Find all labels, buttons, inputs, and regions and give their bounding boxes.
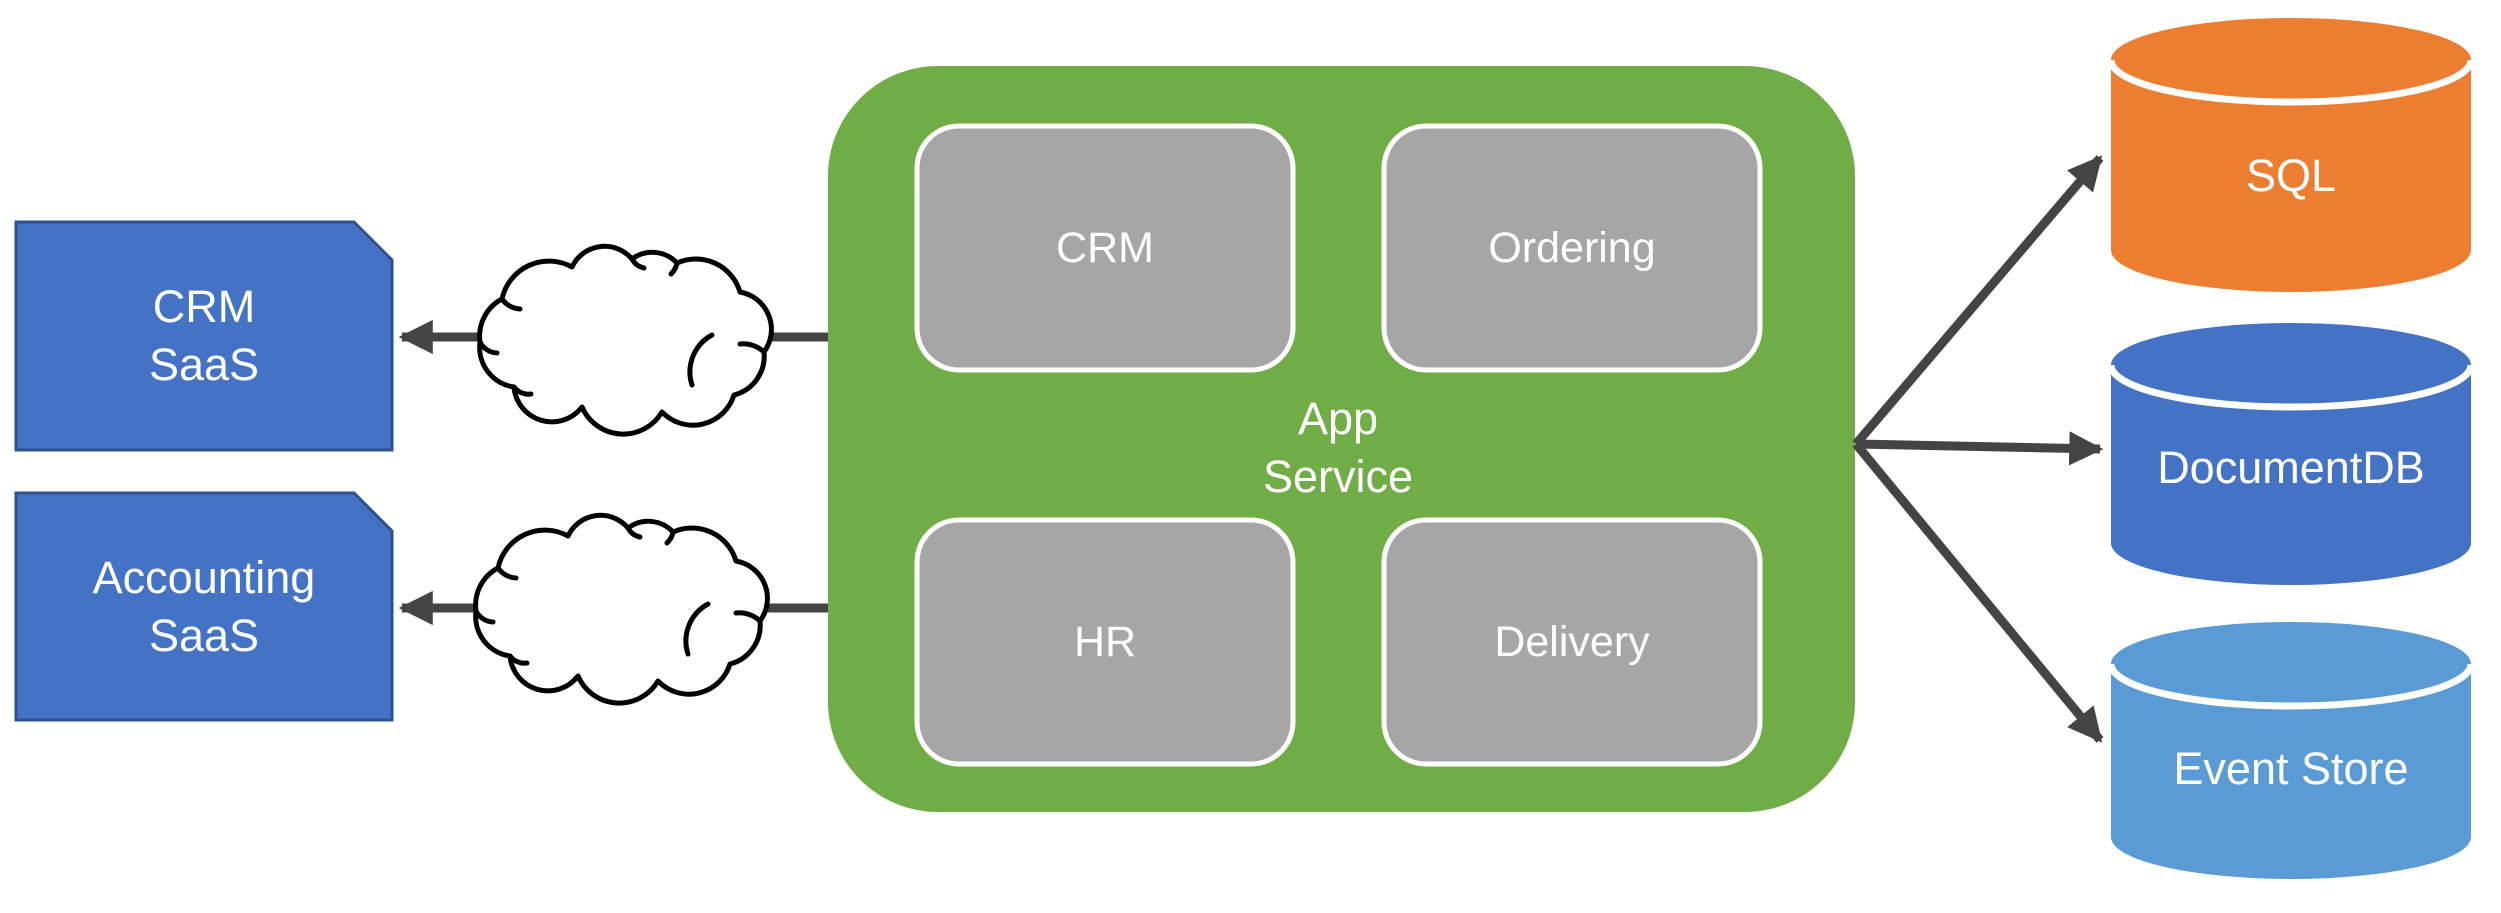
connector-app-service-to-event-store (1852, 441, 2104, 743)
connector-app-service-to-documentdb (1855, 431, 2104, 466)
documentdb-database-body (2111, 323, 2471, 585)
event-store-database-body (2111, 622, 2471, 879)
documentdb-database-shape (2107, 323, 2475, 585)
cloud-icon-bottom (473, 512, 770, 706)
module-delivery-shape (1381, 517, 1763, 767)
sql-database-body (2111, 18, 2471, 292)
connector-app-service-to-sql (1852, 155, 2104, 447)
documentdb-database-lid (2107, 364, 2475, 411)
cloud-icon-top (477, 243, 774, 437)
sql-database-lid (2107, 59, 2475, 106)
module-hr-shape (914, 517, 1296, 767)
module-ordering-shape (1381, 123, 1763, 373)
event-store-database-lid (2107, 663, 2475, 710)
crm-saas-shape (14, 220, 394, 452)
accounting-saas-shape (14, 491, 394, 722)
module-crm-shape (914, 123, 1296, 373)
sql-database-shape (2107, 18, 2475, 292)
event-store-database-shape (2107, 622, 2475, 879)
